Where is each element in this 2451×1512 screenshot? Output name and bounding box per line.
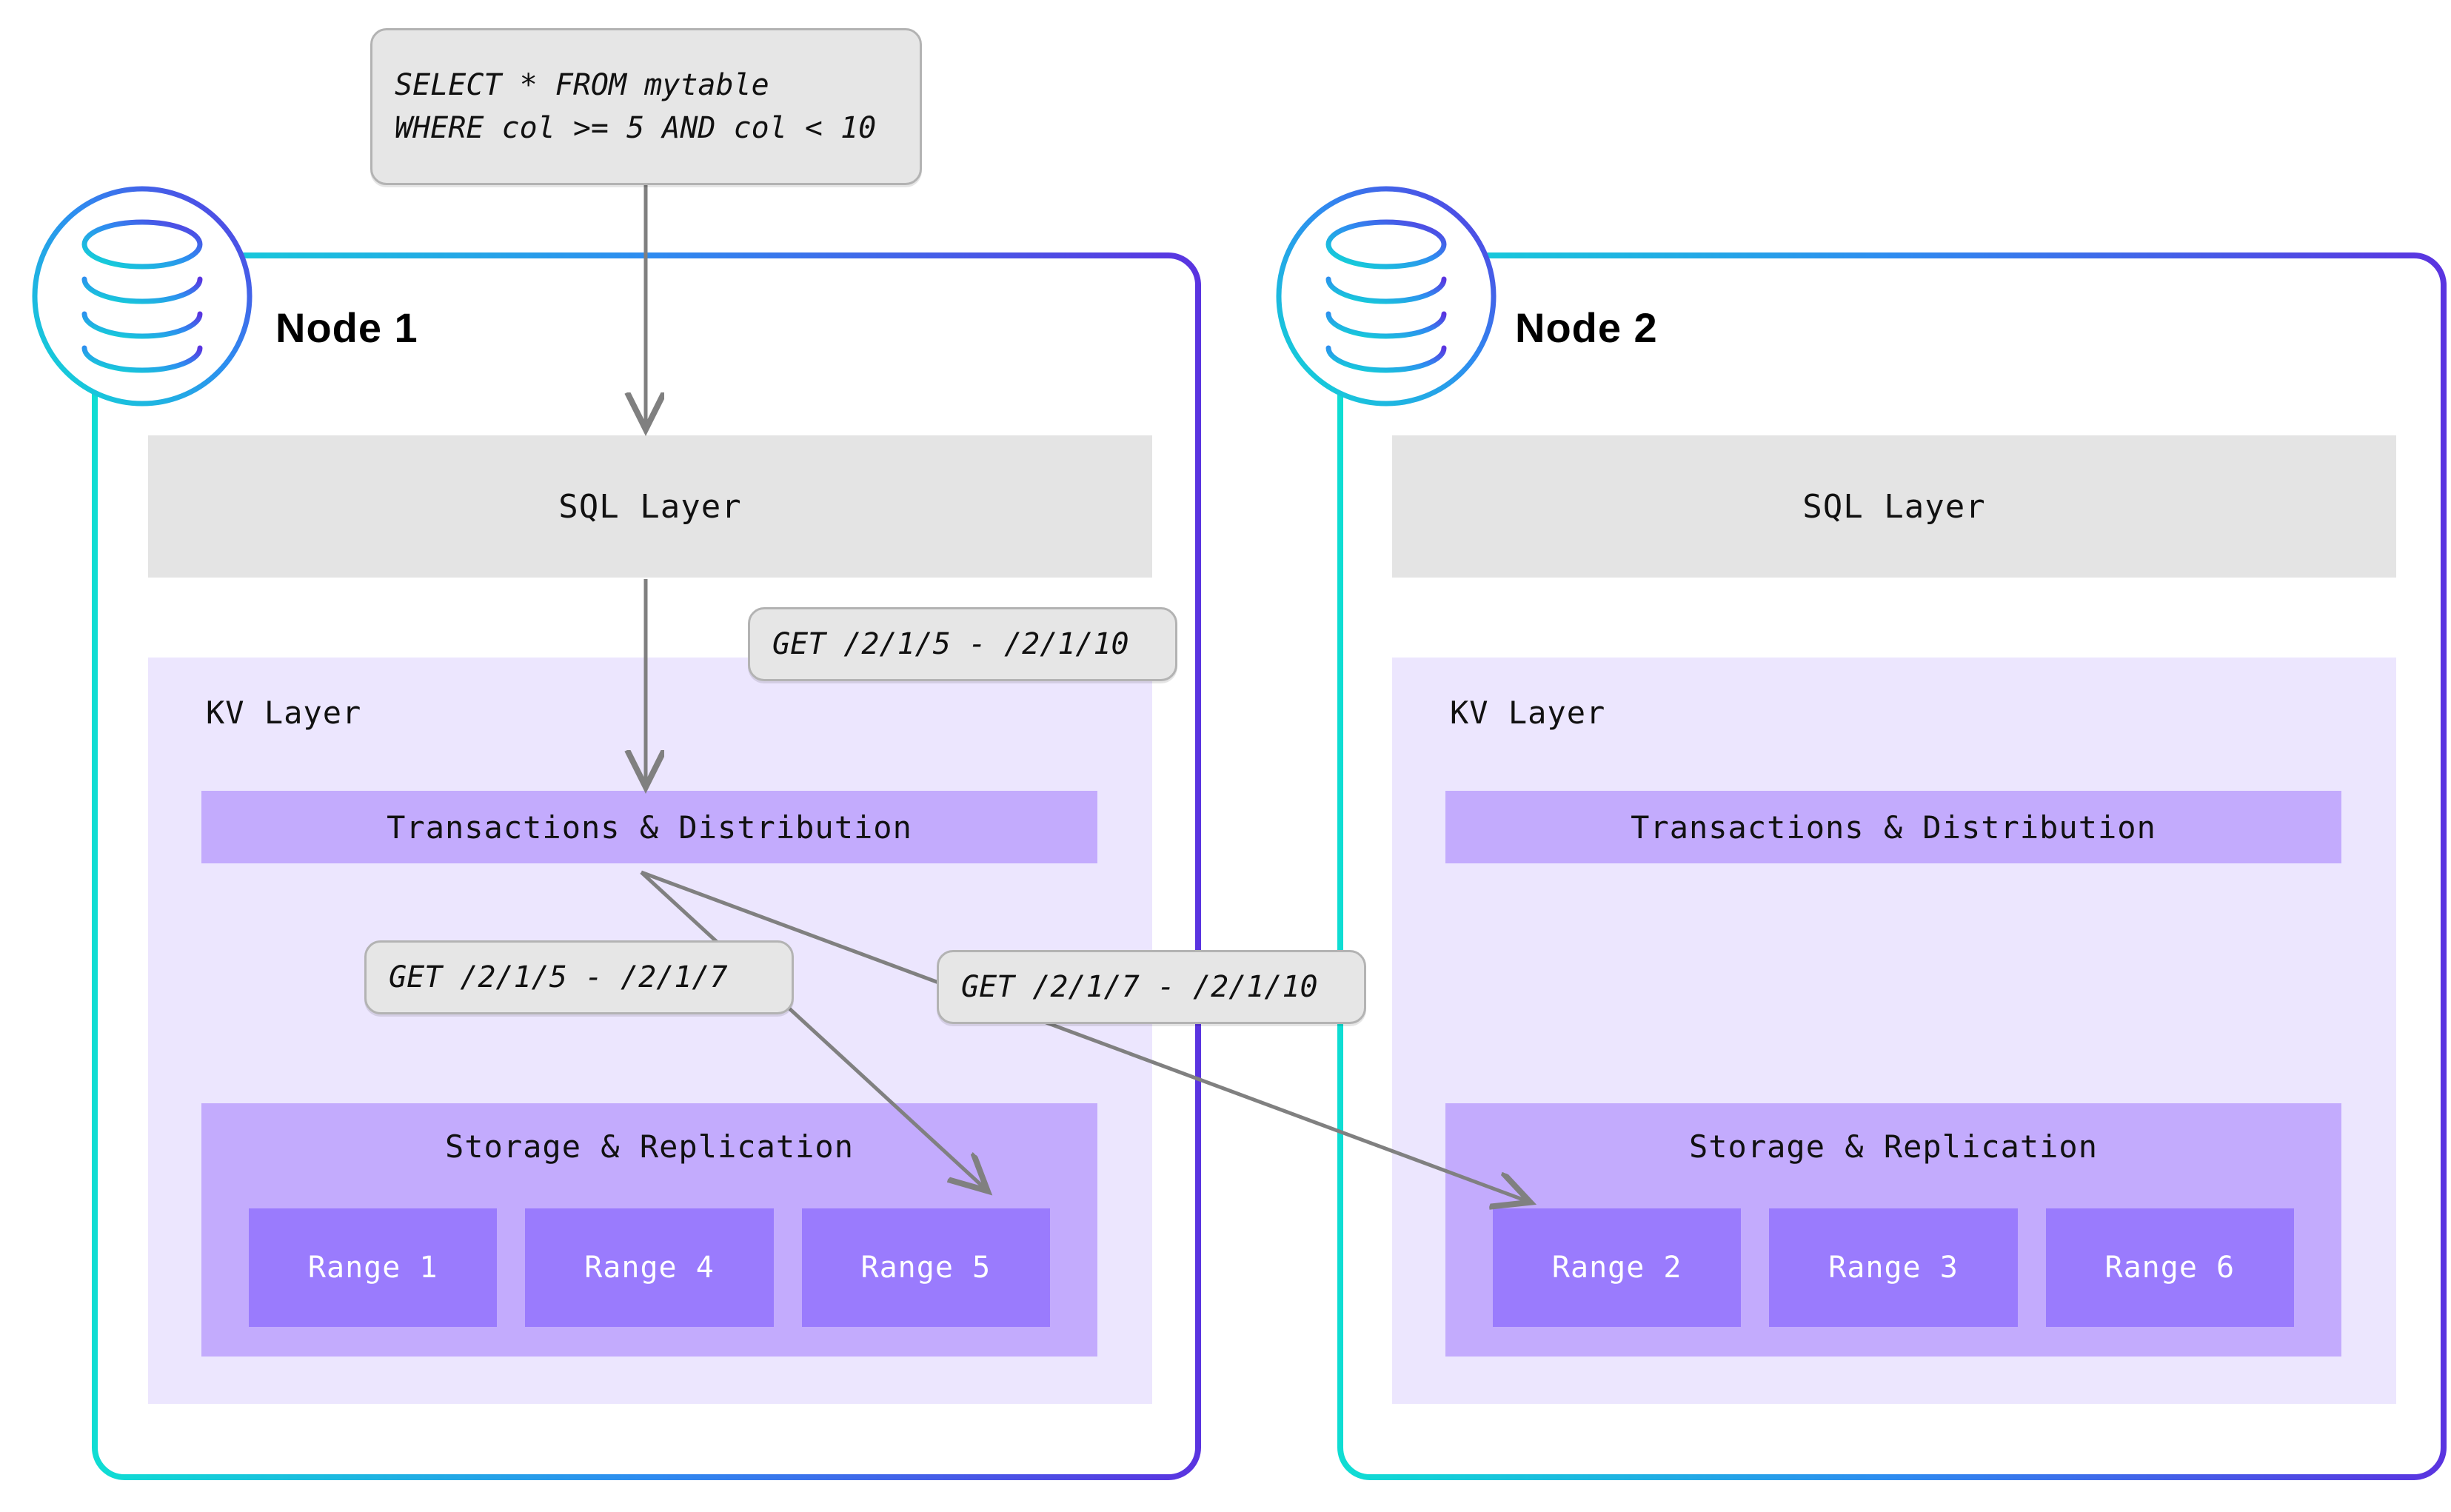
range-remote-label: GET /2/1/7 - /2/1/10 [961,970,1318,1004]
range-remote-callout: GET /2/1/7 - /2/1/10 [937,950,1366,1024]
kv-request-callout: GET /2/1/5 - /2/1/10 [748,607,1177,681]
kv-request-label: GET /2/1/5 - /2/1/10 [772,627,1129,661]
range-local-callout: GET /2/1/5 - /2/1/7 [364,940,794,1014]
node-1-badge [32,186,253,407]
range-local-label: GET /2/1/5 - /2/1/7 [389,960,728,994]
query-line-1: SELECT * FROM mytable [395,68,769,102]
node-2-badge [1276,186,1497,407]
sql-query-callout: SELECT * FROM mytable WHERE col >= 5 AND… [370,28,922,185]
query-line-2: WHERE col >= 5 AND col < 10 [395,111,877,145]
